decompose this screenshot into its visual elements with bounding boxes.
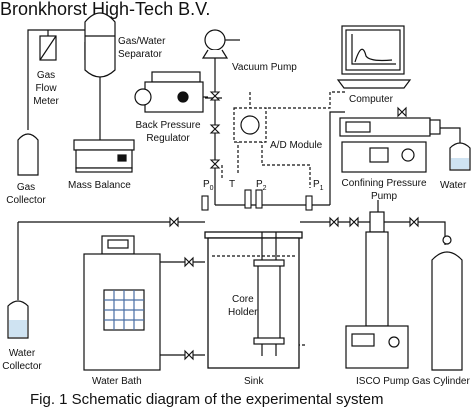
ad-module bbox=[233, 107, 267, 143]
t-label: T bbox=[229, 179, 235, 190]
mass-balance bbox=[73, 139, 135, 173]
p1-label: P1 bbox=[313, 179, 324, 192]
isco-pump-label: ISCO Pump bbox=[356, 376, 410, 387]
gas-flow-meter-label-1: Gas bbox=[37, 70, 55, 81]
water-collector-label-1: Water bbox=[9, 348, 36, 359]
mass-balance-label: Mass Balance bbox=[68, 180, 131, 191]
vacuum-pump bbox=[201, 29, 240, 59]
company-header: Bronkhorst High-Tech B.V. bbox=[0, 0, 210, 19]
gas-collector-label-1: Gas bbox=[17, 182, 35, 193]
gas-water-separator bbox=[84, 12, 116, 78]
gas-collector bbox=[17, 133, 39, 176]
confining-pressure-pump-label-1: Confining Pressure bbox=[341, 178, 426, 189]
gas-flow-meter bbox=[39, 35, 57, 61]
confining-pressure-pump bbox=[339, 117, 441, 173]
water-collector bbox=[7, 300, 29, 339]
water-bath bbox=[83, 235, 161, 371]
core-holder bbox=[253, 232, 285, 356]
valves-horizontal bbox=[169, 106, 419, 361]
gas-flow-meter-label-3: Meter bbox=[33, 96, 59, 107]
water-label: Water bbox=[440, 180, 467, 191]
back-pressure-regulator bbox=[134, 71, 208, 113]
back-pressure-regulator-label-1: Back Pressure bbox=[135, 120, 200, 131]
isco-pump bbox=[345, 211, 409, 369]
vacuum-pump-label: Vacuum Pump bbox=[232, 62, 297, 73]
gas-collector-label-2: Collector bbox=[6, 195, 46, 206]
back-pressure-regulator-label-2: Regulator bbox=[146, 133, 190, 144]
water-bottle bbox=[449, 142, 471, 171]
p2-label: P2 bbox=[256, 179, 267, 192]
core-holder-label-1: Core bbox=[232, 294, 254, 305]
computer bbox=[336, 25, 412, 89]
core-holder-label-2: Holder bbox=[228, 307, 258, 318]
p0-label: P0 bbox=[203, 179, 214, 192]
water-bath-label: Water Bath bbox=[92, 376, 142, 387]
ad-module-label: A/D Module bbox=[270, 140, 323, 151]
confining-pressure-pump-label-2: Pump bbox=[371, 191, 398, 202]
water-collector-label-2: Collector bbox=[2, 361, 42, 372]
valves-vertical bbox=[209, 91, 221, 169]
gas-cylinder bbox=[431, 235, 463, 371]
gas-water-separator-label-2: Separator bbox=[118, 49, 163, 60]
gas-flow-meter-label-2: Flow bbox=[35, 83, 57, 94]
sink-label: Sink bbox=[244, 376, 264, 387]
computer-label: Computer bbox=[349, 94, 394, 105]
gas-cylinder-label: Gas Cylinder bbox=[412, 376, 470, 387]
figure-caption: Fig. 1 Schematic diagram of the experime… bbox=[30, 391, 383, 408]
gas-water-separator-label-1: Gas/Water bbox=[118, 36, 166, 47]
sensors bbox=[201, 189, 313, 211]
